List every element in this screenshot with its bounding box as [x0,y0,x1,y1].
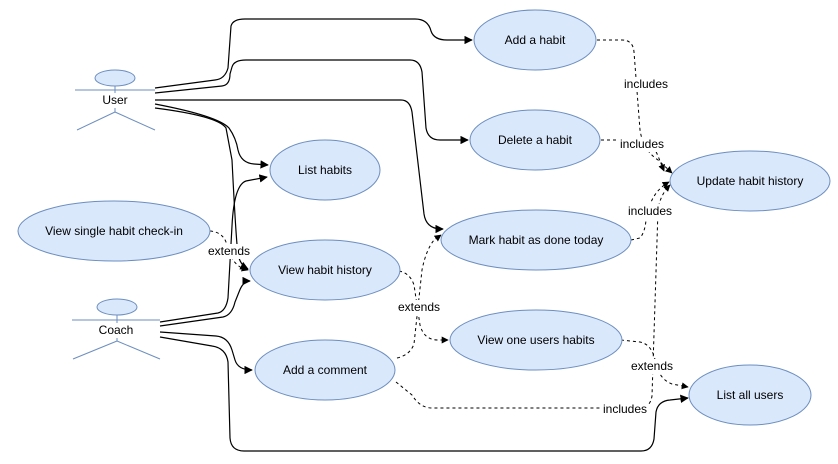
use-case-mark-done: Mark habit as done today [440,209,632,271]
label-extends: extends [398,300,440,314]
use-case-label: Add a comment [283,363,368,377]
assoc-user-delete-habit [154,59,469,145]
assoc-user-add-habit [154,18,473,89]
actor-head [94,69,136,87]
assoc-coach-add-comment [159,331,253,375]
use-case-view-single-checkin: View single habit check-in [17,200,211,262]
label-extends: extends [208,244,250,258]
dep-single-checkin-view-history [209,230,249,272]
use-case-list-all-users: List all users [688,364,812,426]
use-case-add-comment: Add a comment [254,339,396,401]
use-case-list-habits: List habits [269,139,381,201]
dep-add-habit-update [597,39,673,174]
use-case-label: View single habit check-in [45,224,183,238]
use-case-label: Update habit history [697,174,804,188]
use-case-view-history: View habit history [249,239,401,301]
use-case-add-habit: Add a habit [473,9,597,71]
use-case-label: View habit history [278,263,372,277]
label-extends: extends [631,359,673,373]
use-case-label: Delete a habit [498,133,573,147]
assoc-coach-list-habits [159,174,268,323]
actor-label: User [102,93,127,107]
assoc-user-list-habits [154,103,269,169]
use-case-label: Mark habit as done today [469,233,604,247]
label-includes: includes [624,77,668,91]
dep-add-comment-mark-done [396,234,442,359]
assoc-user-mark-done [155,99,444,234]
actor-user: User [75,69,156,131]
use-case-label: View one users habits [477,333,594,347]
assoc-user-view-history [154,107,249,270]
use-case-label: Add a habit [505,33,566,47]
label-includes: includes [603,402,647,416]
actor-head [96,298,138,316]
association-lines [154,18,689,452]
use-case-label: List habits [298,163,352,177]
actor-coach: Coach [72,298,161,360]
assoc-coach-view-history [159,276,251,327]
use-case-label: List all users [717,388,784,402]
dep-mark-done-update [630,181,670,241]
dep-view-history-view-one-users [398,270,449,344]
use-case-update-history: Update habit history [669,150,831,212]
label-includes: includes [620,137,664,151]
dependency-labels: includes includes includes includes exte… [208,77,673,417]
use-case-view-one-users-habits: View one users habits [449,309,623,371]
dep-add-comment-update [395,184,671,409]
use-case-delete-habit: Delete a habit [469,109,601,171]
actor-label: Coach [99,323,134,337]
assoc-coach-list-all-users [159,336,689,452]
label-includes: includes [628,204,672,218]
